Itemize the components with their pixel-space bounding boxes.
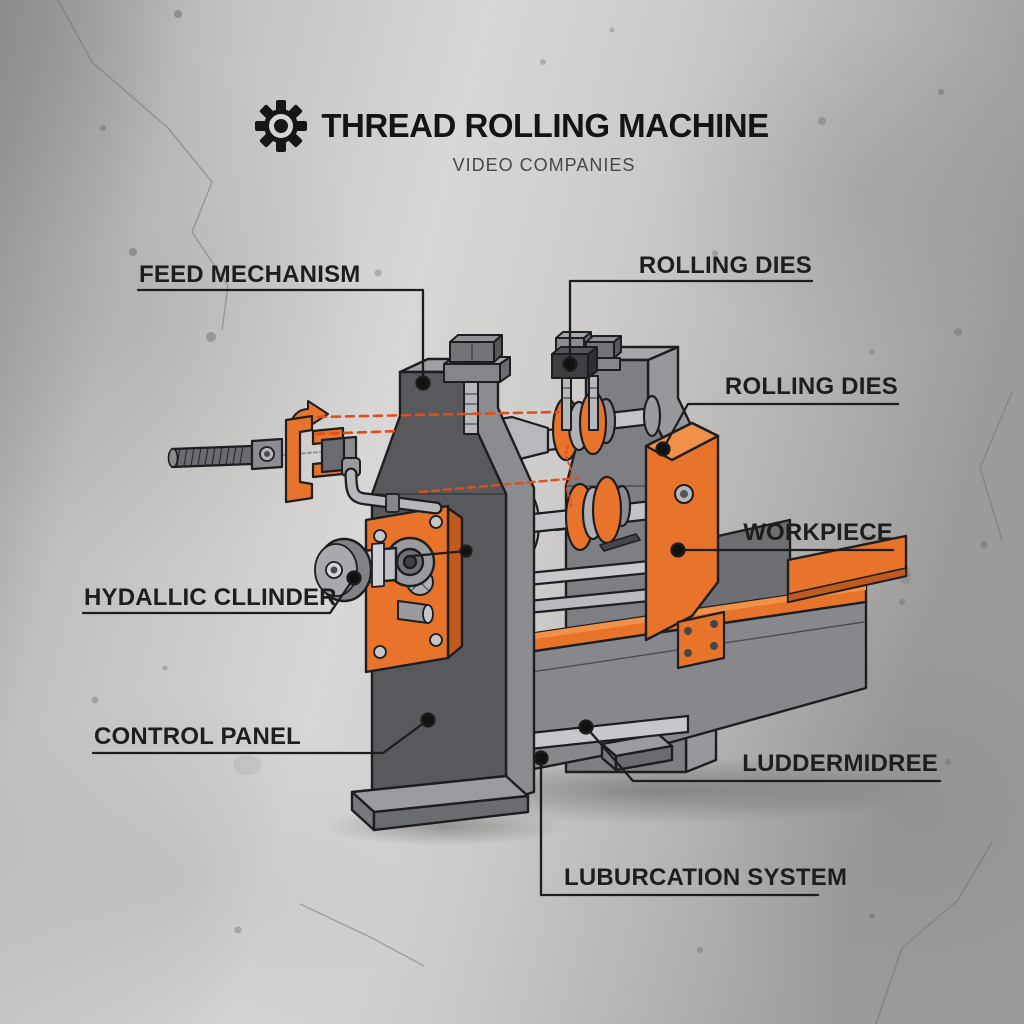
leader-rolling-dies-top	[562, 279, 814, 372]
label-hydraulic-cylinder: HYDALLIC CLLINDER	[84, 584, 337, 611]
label-lubrication-system: LUBURCATION SYSTEM	[564, 864, 848, 891]
leader-luddermidree	[578, 719, 942, 783]
leader-lubrication-system	[533, 750, 820, 897]
label-control-panel: CONTROL PANEL	[94, 723, 302, 750]
hydraulic-cylinder-assembly	[314, 504, 464, 674]
label-workpiece: WORKPIECE	[743, 519, 893, 546]
leader-rolling-dies-right	[655, 402, 900, 457]
label-rolling-dies-right: ROLLING DIES	[724, 373, 898, 400]
leader-bearing-detail	[410, 544, 473, 558]
label-luddermidree: LUDDERMIDREE	[742, 750, 938, 777]
poster-title: THREAD ROLLING MACHINE	[321, 107, 769, 144]
poster-subtitle: VIDEO COMPANIES	[452, 155, 636, 175]
leader-hydraulic-cylinder	[81, 570, 362, 615]
label-feed-mechanism: FEED MECHANISM	[139, 261, 361, 288]
leader-workpiece	[670, 542, 895, 558]
label-rolling-dies-top: ROLLING DIES	[638, 252, 812, 279]
feed-path-dashes	[314, 410, 580, 509]
feed-mechanism-detail	[167, 400, 443, 515]
top-bolt-left	[443, 334, 511, 435]
gear-icon	[255, 100, 308, 152]
die-block	[644, 421, 908, 670]
header: THREAD ROLLING MACHINE VIDEO COMPANIES	[0, 100, 1024, 176]
leader-control-panel	[91, 712, 436, 755]
leader-feed-mechanism	[136, 288, 431, 391]
